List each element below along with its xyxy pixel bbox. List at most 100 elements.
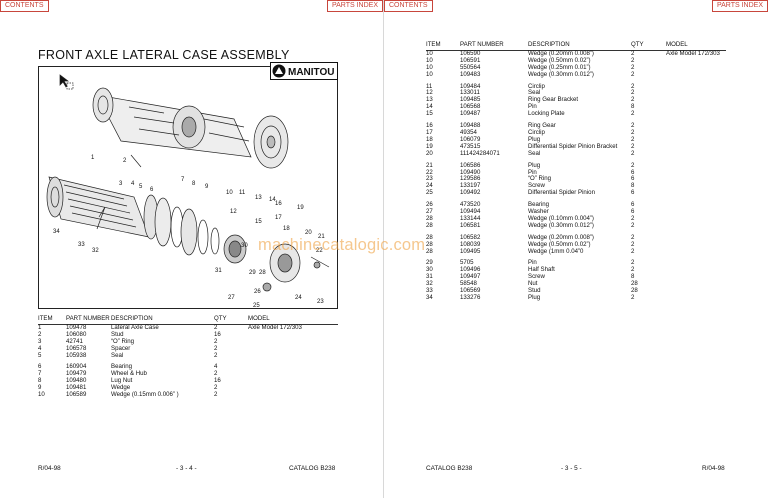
callout-28: 28 xyxy=(259,270,266,276)
cell-model xyxy=(666,65,726,72)
cell-model xyxy=(666,58,726,65)
callout-33: 33 xyxy=(78,242,85,248)
cell-qty: 16 xyxy=(214,330,221,338)
cell-desc: Wedge (0.10mm 0.004”) xyxy=(528,214,594,222)
cell-item: 33 xyxy=(426,287,433,295)
cell-model xyxy=(666,249,726,256)
cell-desc: Stud xyxy=(528,287,541,295)
cell-desc: Plug xyxy=(528,161,541,169)
cell-item: 13 xyxy=(426,96,433,104)
cell-model xyxy=(666,230,726,242)
cell-model xyxy=(248,371,338,378)
cell-model xyxy=(248,332,338,339)
cell-desc: Wedge (0.20mm 0.008”) xyxy=(528,233,594,241)
cell-model xyxy=(248,339,338,346)
callout-17: 17 xyxy=(275,215,282,221)
callout-16: 16 xyxy=(275,201,282,207)
col-item-header: ITEM xyxy=(426,41,460,51)
footer-revision: R/04-98 xyxy=(702,465,725,472)
callout-26: 26 xyxy=(254,289,261,295)
cell-item: 30 xyxy=(426,266,433,274)
axle-drawing: 1 2 3 4 5 6 7 8 9 10 11 12 13 14 15 16 1… xyxy=(46,74,330,309)
col-model-header: MODEL xyxy=(248,315,338,325)
cell-qty: 2 xyxy=(631,82,635,90)
cell-item: 2 xyxy=(38,330,42,338)
footer-catalog: CATALOG B238 xyxy=(426,465,473,472)
cell-model xyxy=(248,353,338,360)
cell-desc: Lug Nut xyxy=(111,377,133,385)
cell-part: 109487 xyxy=(460,110,481,118)
cell-desc: Circlip xyxy=(528,82,545,90)
cell-part: 42741 xyxy=(66,337,83,345)
cell-qty: 28 xyxy=(631,287,638,295)
cell-model xyxy=(248,346,338,353)
callout-5: 5 xyxy=(139,184,143,190)
cell-item: 19 xyxy=(426,142,433,150)
cell-item: 5 xyxy=(38,351,42,359)
cell-qty: 2 xyxy=(214,351,218,359)
cell-item: 28 xyxy=(426,240,433,248)
cell-item: 29 xyxy=(426,259,433,267)
cell-desc: Stud xyxy=(111,330,124,338)
contents-link[interactable]: CONTENTS xyxy=(0,0,49,12)
parts-index-link-right[interactable]: PARTS INDEX xyxy=(711,0,768,12)
contents-link-right[interactable]: CONTENTS xyxy=(384,0,433,12)
cell-item: 23 xyxy=(426,175,433,183)
callout-6: 6 xyxy=(150,187,154,193)
cell-desc: Plug xyxy=(528,135,541,143)
cell-qty: 2 xyxy=(631,247,635,255)
cell-part: 106590 xyxy=(460,49,481,57)
cell-part: 49354 xyxy=(460,128,477,136)
callout-12: 12 xyxy=(230,209,237,215)
cell-item: 34 xyxy=(426,294,433,301)
cell-desc: Wedge (0.25mm 0.01”) xyxy=(528,63,591,71)
cell-qty: 8 xyxy=(631,273,635,281)
cell-qty: 2 xyxy=(631,294,635,301)
cell-item: 21 xyxy=(426,161,433,169)
cell-item: 16 xyxy=(426,122,433,130)
table-row: 33 106569 Stud 28 xyxy=(426,287,726,295)
cell-desc: “O” Ring xyxy=(111,337,135,345)
cell-model xyxy=(666,288,726,295)
callout-11: 11 xyxy=(239,190,246,196)
cell-item: 26 xyxy=(426,201,433,209)
callout-27: 27 xyxy=(228,295,235,301)
parts-index-link[interactable]: PARTS INDEX xyxy=(326,0,383,12)
cell-model xyxy=(666,144,726,151)
cell-item: 3 xyxy=(38,337,42,345)
cell-model xyxy=(248,392,338,399)
cell-qty: 2 xyxy=(631,221,635,229)
cell-desc: Wheel & Hub xyxy=(111,370,147,378)
cell-part: 106578 xyxy=(66,344,87,352)
cell-part: 109492 xyxy=(460,189,481,197)
callout-25: 25 xyxy=(253,303,260,309)
cell-qty: 8 xyxy=(631,103,635,111)
col-model-header: MODEL xyxy=(666,41,726,51)
cell-desc: Differential Spider Pinion xyxy=(528,189,595,197)
cell-qty: 2 xyxy=(631,110,635,118)
callout-29: 29 xyxy=(249,270,256,276)
cell-desc: Wedge (0.15mm 0.006” ) xyxy=(111,391,179,399)
cell-qty: 2 xyxy=(631,56,635,64)
cell-model xyxy=(666,281,726,288)
cell-part: 106569 xyxy=(460,287,481,295)
cell-desc: Ring Gear xyxy=(528,122,556,130)
cell-part: 106589 xyxy=(66,391,87,399)
cell-qty: 2 xyxy=(631,240,635,248)
cell-model xyxy=(666,158,726,170)
cell-desc: Wedge (0.50mm 0.02”) xyxy=(528,240,591,248)
cell-item: 20 xyxy=(426,149,433,157)
